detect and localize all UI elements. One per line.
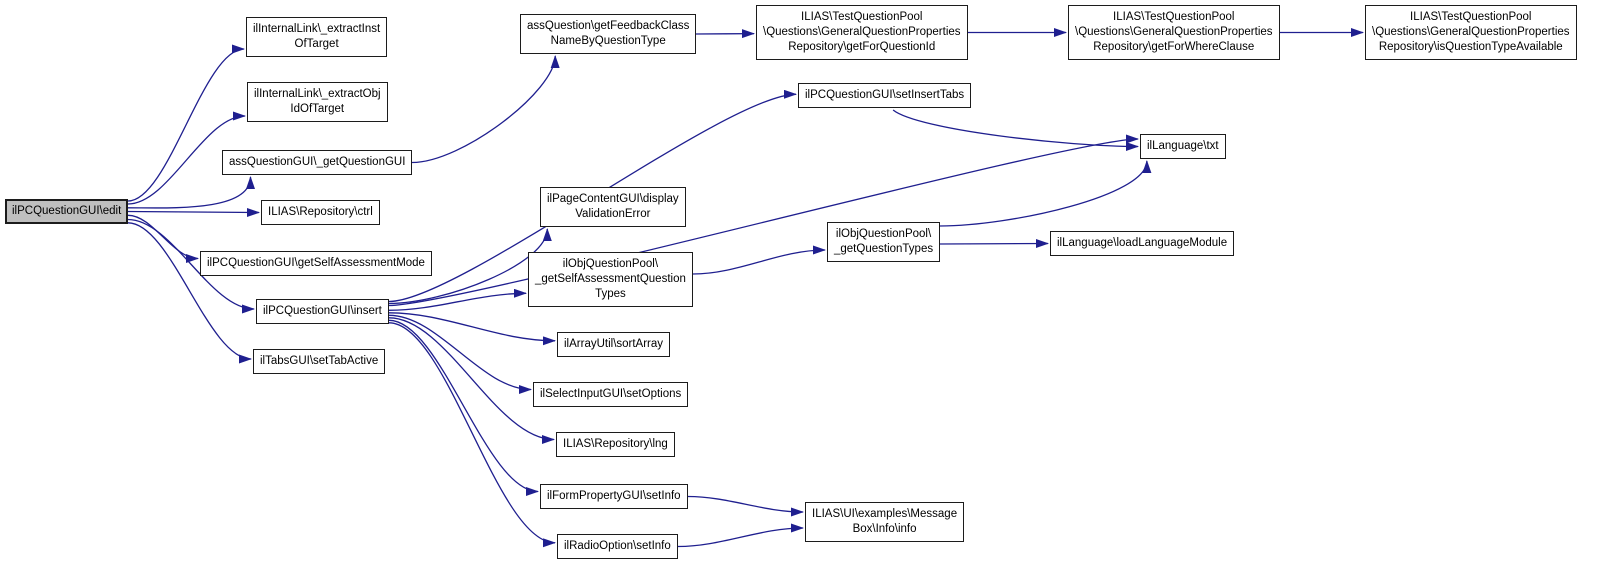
- graph-node-label: ilInternalLink\_extractInst: [253, 23, 381, 35]
- call-edge-edit-to-insert: [127, 218, 255, 314]
- graph-node-setTabActive[interactable]: ilTabsGUI\setTabActive: [253, 349, 386, 374]
- graph-node-label: ilSelectInputGUI\setOptions: [540, 388, 682, 400]
- graph-node-label: ILIAS\Repository\ctrl: [268, 206, 373, 218]
- graph-node-getForQuestionId[interactable]: ILIAS\TestQuestionPool \Questions\General…: [756, 5, 968, 60]
- call-edge-getQuestionGUI-to-getFeedbackClass: [411, 55, 560, 164]
- graph-node-label: ILIAS\TestQuestionPool: [1410, 11, 1532, 23]
- graph-node-label: ilLanguage\loadLanguageModule: [1057, 237, 1228, 249]
- graph-node-label: ILIAS\UI\examples\Message: [812, 508, 958, 520]
- call-edge-insert-to-setInfoForm: [388, 319, 539, 496]
- graph-node-label: Box\Info\info: [852, 523, 917, 535]
- graph-node-ctrl[interactable]: ILIAS\Repository\ctrl: [261, 200, 380, 225]
- call-edge-insert-to-lng: [388, 317, 555, 444]
- graph-node-getQuestionTypes[interactable]: ilObjQuestionPool\ _getQuestionTypes: [827, 222, 941, 262]
- call-edge-insert-to-txt: [388, 134, 1139, 307]
- graph-node-edit[interactable]: ilPCQuestionGUI\edit: [5, 199, 129, 224]
- graph-node-label: ilObjQuestionPool\: [835, 228, 932, 240]
- graph-node-label: Repository\getForWhereClause: [1093, 41, 1255, 53]
- call-edge-insert-to-getSelfAssessQTypes: [388, 288, 527, 311]
- call-edge-insert-to-sortArray: [388, 312, 556, 346]
- call-edge-getQuestionTypes-to-txt: [939, 160, 1152, 227]
- graph-node-label: ilPCQuestionGUI\getSelfAssessmentMode: [207, 257, 425, 269]
- graph-node-setInfoRadio[interactable]: ilRadioOption\setInfo: [557, 534, 678, 559]
- graph-node-label: _getSelfAssessmentQuestion: [535, 273, 686, 285]
- graph-node-label: \Questions\GeneralQuestionProperties: [1075, 26, 1273, 38]
- graph-node-isQuestionTypeAvailable[interactable]: ILIAS\TestQuestionPool \Questions\General…: [1365, 5, 1577, 60]
- graph-node-label: ilRadioOption\setInfo: [564, 540, 671, 552]
- graph-node-label: \Questions\GeneralQuestionProperties: [1372, 26, 1570, 38]
- graph-node-label: \Questions\GeneralQuestionProperties: [763, 26, 961, 38]
- graph-node-txt[interactable]: ilLanguage\txt: [1140, 134, 1226, 159]
- graph-node-label: ilObjQuestionPool\: [562, 258, 659, 270]
- graph-node-setInsertTabs[interactable]: ilPCQuestionGUI\setInsertTabs: [798, 83, 972, 108]
- call-edge-edit-to-extractInst: [127, 44, 245, 202]
- graph-node-label: Repository\isQuestionTypeAvailable: [1378, 41, 1563, 53]
- graph-node-lng[interactable]: ILIAS\Repository\lng: [556, 432, 675, 457]
- graph-node-sortArray[interactable]: ilArrayUtil\sortArray: [557, 332, 671, 357]
- call-edge-edit-to-getQuestionGUI: [127, 176, 255, 209]
- call-edge-insert-to-displayValidationError: [388, 228, 552, 305]
- graph-node-label: ilLanguage\txt: [1147, 140, 1219, 152]
- graph-node-getQuestionGUI[interactable]: assQuestionGUI\_getQuestionGUI: [222, 150, 413, 175]
- graph-node-label: IdOfTarget: [290, 103, 345, 115]
- graph-node-label: _getQuestionTypes: [834, 243, 934, 255]
- graph-node-label: Types: [595, 288, 626, 300]
- call-edge-setInfoForm-to-msgInfo: [687, 495, 804, 517]
- call-edge-setInfoRadio-to-msgInfo: [677, 523, 804, 548]
- graph-node-label: assQuestion\getFeedbackClass: [527, 20, 690, 32]
- graph-node-label: ilPCQuestionGUI\edit: [12, 205, 122, 217]
- graph-node-label: ilPCQuestionGUI\setInsertTabs: [805, 89, 965, 101]
- graph-node-label: ilTabsGUI\setTabActive: [260, 355, 379, 367]
- graph-node-label: NameByQuestionType: [550, 35, 666, 47]
- graph-node-label: ILIAS\TestQuestionPool: [1113, 11, 1235, 23]
- call-edge-setInsertTabs-to-txt: [892, 109, 1139, 151]
- graph-node-label: ValidationError: [575, 208, 651, 220]
- graph-node-label: Repository\getForQuestionId: [788, 41, 936, 53]
- call-edge-edit-to-extractObj: [127, 111, 246, 205]
- call-edge-edit-to-ctrl: [127, 207, 260, 217]
- graph-node-label: ilInternalLink\_extractObj: [254, 88, 381, 100]
- call-edge-getQuestionTypes-to-loadLanguageModule: [939, 239, 1049, 249]
- call-edge-insert-to-setOptions: [388, 314, 532, 394]
- graph-node-label: assQuestionGUI\_getQuestionGUI: [229, 156, 406, 168]
- call-edge-insert-to-setInfoRadio: [388, 322, 556, 548]
- graph-node-getSelfAssessmentMode[interactable]: ilPCQuestionGUI\getSelfAssessmentMode: [200, 251, 432, 276]
- call-edge-edit-to-getSelfAssessmentMode: [127, 214, 199, 263]
- graph-node-label: ILIAS\Repository\lng: [563, 438, 668, 450]
- graph-node-setOptions[interactable]: ilSelectInputGUI\setOptions: [533, 382, 689, 407]
- graph-node-getSelfAssessQTypes[interactable]: ilObjQuestionPool\ _getSelfAssessmentQues…: [528, 252, 693, 307]
- graph-node-label: ilFormPropertyGUI\setInfo: [547, 490, 681, 502]
- graph-node-label: ILIAS\TestQuestionPool: [801, 11, 923, 23]
- graph-node-label: ilArrayUtil\sortArray: [564, 338, 664, 350]
- call-edge-getSelfAssessQTypes-to-getQuestionTypes: [692, 245, 826, 275]
- graph-node-setInfoForm[interactable]: ilFormPropertyGUI\setInfo: [540, 484, 688, 509]
- graph-node-label: OfTarget: [294, 38, 339, 50]
- graph-node-label: ilPageContentGUI\display: [547, 193, 679, 205]
- graph-node-loadLanguageModule[interactable]: ilLanguage\loadLanguageModule: [1050, 231, 1235, 256]
- call-edge-edit-to-setTabActive: [127, 222, 252, 364]
- graph-node-getForWhereClause[interactable]: ILIAS\TestQuestionPool \Questions\General…: [1068, 5, 1280, 60]
- graph-node-insert[interactable]: ilPCQuestionGUI\insert: [256, 299, 389, 324]
- graph-node-label: ilPCQuestionGUI\insert: [263, 305, 382, 317]
